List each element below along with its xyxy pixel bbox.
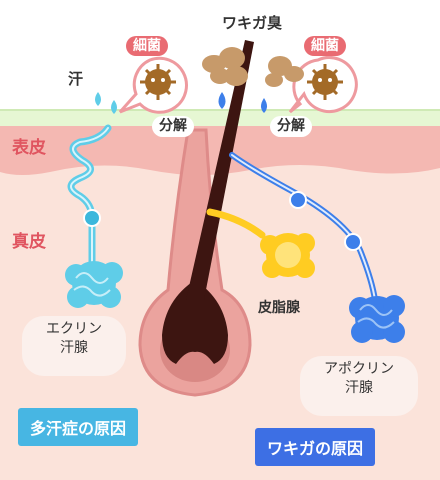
hair-bulb — [162, 280, 228, 364]
apocrine-label-line1: アポクリン — [324, 361, 394, 377]
eccrine-label-line2: 汗腺 — [60, 339, 88, 356]
epidermis-label: 表皮 — [12, 138, 46, 158]
hair-icon — [186, 40, 254, 300]
apocrine-drop-icon — [218, 92, 267, 113]
apocrine-gland-icon — [349, 295, 405, 343]
apocrine-label-line2: 汗腺 — [345, 379, 373, 396]
skin-surface — [0, 110, 440, 126]
hyperhidrosis-cause-label: 多汗症の原因 — [18, 408, 139, 446]
bacteria-label-right: 細菌 — [304, 36, 346, 57]
sweat-label: 汗 — [68, 70, 84, 88]
osmidrosis-cause-label: ワキガの原因 — [255, 428, 376, 466]
bacteria-bubble-left — [118, 56, 188, 114]
bacteria-icon — [307, 64, 343, 100]
apocrine-label: アポクリン 汗腺 — [300, 356, 418, 416]
bacteria-icon — [140, 64, 176, 100]
epidermis-layer — [0, 125, 440, 175]
odor-cloud-icon — [202, 47, 304, 87]
eccrine-gland-icon — [65, 261, 123, 308]
eccrine-label: エクリン 汗腺 — [22, 316, 126, 376]
decompose-label-right: 分解 — [270, 116, 312, 138]
sweat-drop-icon — [95, 92, 117, 114]
bacteria-label-left: 細菌 — [126, 36, 168, 57]
decompose-label-left: 分解 — [152, 116, 194, 138]
bacteria-bubble-right — [288, 56, 358, 114]
sebaceous-label: 皮脂腺 — [258, 300, 300, 316]
dermis-label: 真皮 — [12, 232, 46, 252]
eccrine-label-line1: エクリン — [46, 321, 102, 337]
odor-label: ワキガ臭 — [222, 14, 283, 32]
